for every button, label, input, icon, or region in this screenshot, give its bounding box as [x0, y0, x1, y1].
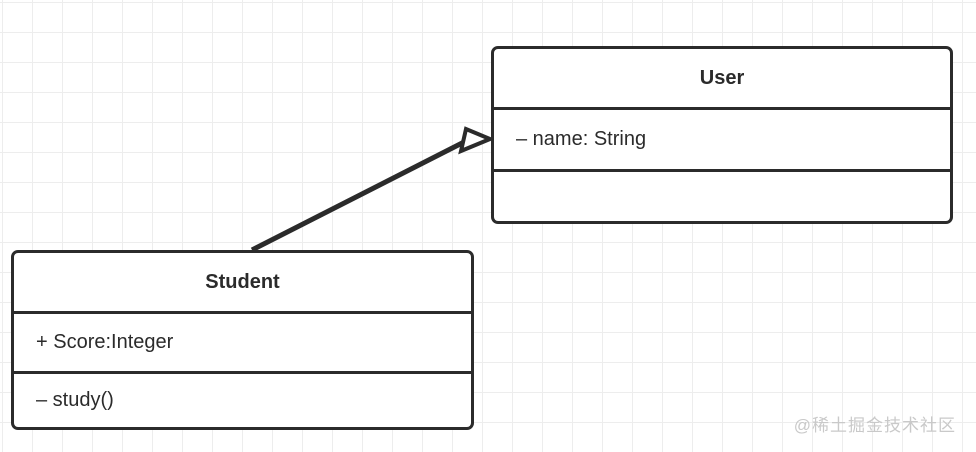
- uml-class-student[interactable]: Student + Score:Integer – study(): [11, 250, 474, 430]
- attribute-item: – name: String: [516, 128, 647, 150]
- uml-class-user[interactable]: User – name: String: [491, 46, 953, 224]
- class-name-student: Student: [205, 270, 280, 293]
- operation-item: – study(): [36, 389, 114, 411]
- attribute-item: + Score:Integer: [36, 331, 174, 353]
- attribute-compartment-user[interactable]: – name: String: [494, 107, 950, 169]
- attribute-compartment-student[interactable]: + Score:Integer: [14, 311, 471, 371]
- operation-compartment-student[interactable]: – study(): [14, 371, 471, 427]
- class-name-user: User: [699, 66, 745, 89]
- hollow-triangle-arrowhead-icon: [458, 126, 496, 155]
- generalization-line: [250, 136, 472, 253]
- operation-compartment-user[interactable]: [494, 169, 950, 221]
- watermark-text: @稀土掘金技术社区: [793, 416, 956, 435]
